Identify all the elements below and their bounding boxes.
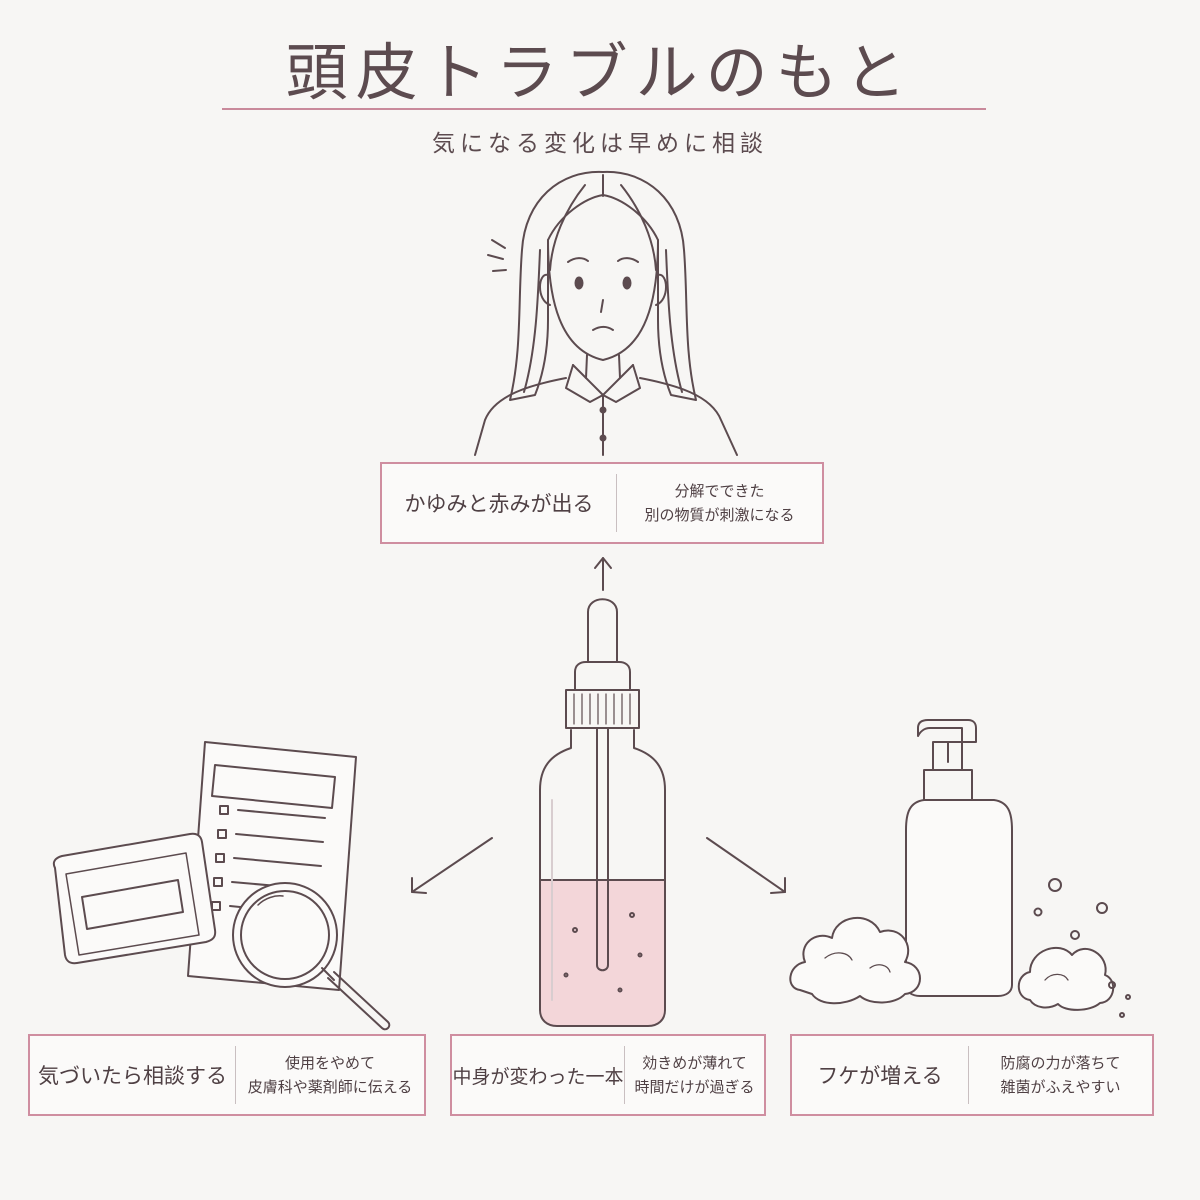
panel-note-line-2: 時間だけが過ぎる [634,1078,755,1096]
panel-note: 使用をやめて 皮膚科や薬剤師に伝える [236,1036,424,1114]
panel-label: かゆみと赤みが出る [404,492,594,516]
panel-note-line-2: 皮膚科や薬剤師に伝える [247,1078,413,1096]
worried-woman-illustration [474,170,738,456]
pump-bottle-foam-illustration [789,719,1131,1018]
panel-note: 分解でできた 別の物質が刺激になる [617,464,822,542]
panel-itching-redness: かゆみと赤みが出る 分解でできた 別の物質が刺激になる [380,462,824,544]
arrow-down-left-icon [411,837,493,894]
panel-consult: 気づいたら相談する 使用をやめて 皮膚科や薬剤師に伝える [28,1034,426,1116]
panel-divider [235,1046,236,1104]
checklist-magnifier-illustration [52,741,391,1031]
panel-changed-contents: 中身が変わった一本 効きめが薄れて 時間だけが過ぎる [450,1034,766,1116]
panel-note: 防腐の力が落ちて 雑菌がふえやすい [969,1036,1152,1114]
page-subtitle: 気になる変化は早めに相談 [432,131,768,157]
panel-label: 気づいたら相談する [38,1064,227,1088]
arrow-down-right-icon [706,837,786,894]
panel-note-line-2: 雑菌がふえやすい [1000,1078,1121,1096]
panel-divider [968,1046,969,1104]
panel-note-line-1: 防腐の力が落ちて [1000,1054,1121,1072]
panel-note-line-2: 別の物質が刺激になる [644,506,795,524]
panel-note-line-1: 使用をやめて [284,1054,375,1072]
panel-note-line-1: 効きめが薄れて [642,1054,747,1072]
page-title: 頭皮トラブルのもと [285,36,915,109]
panel-divider [624,1046,625,1104]
panel-dandruff: フケが増える 防腐の力が落ちて 雑菌がふえやすい [790,1034,1154,1116]
title-underline [222,108,986,110]
arrow-up-icon [594,557,612,591]
panel-note: 効きめが薄れて 時間だけが過ぎる [625,1036,764,1114]
panel-note-line-1: 分解でできた [674,482,765,500]
panel-divider [616,474,617,532]
dropper-bottle-illustration [539,598,666,1027]
panel-label: フケが増える [817,1064,943,1088]
panel-label: 中身が変わった一本 [452,1065,624,1088]
